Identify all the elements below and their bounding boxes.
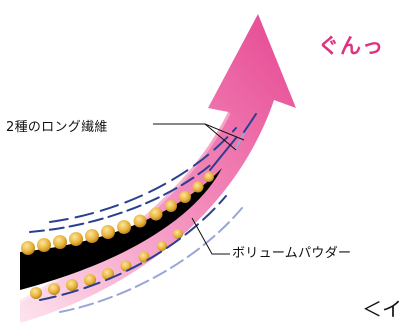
lash-body	[20, 168, 222, 290]
volume-powder-label: ボリュームパウダー	[232, 246, 352, 261]
curve-arrow-body	[20, 14, 296, 323]
powder-leader-line	[191, 217, 230, 255]
lift-sound-label: ぐんっ	[318, 34, 384, 58]
volume-powder-beads	[21, 172, 214, 299]
long-fibers	[29, 113, 257, 313]
leader-lines	[153, 123, 245, 255]
long-fiber-label: 2種のロング繊維	[6, 120, 108, 135]
image-caption: ＜イ	[362, 297, 402, 321]
